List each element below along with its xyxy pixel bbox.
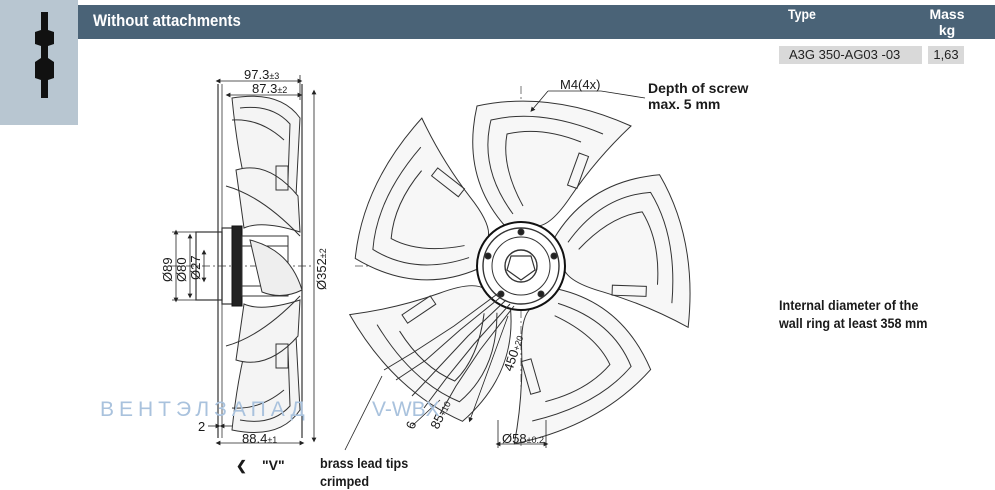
side-view-drawing [170,84,312,438]
screw-depth-line2: max. 5 mm [648,96,720,112]
wall-ring-line1: Internal diameter of the [779,297,919,313]
type-column-header: Type [788,6,816,22]
dim-450: 450+20 [501,333,527,373]
dim-d352: Ø352±2 [314,248,329,290]
view-label: "V" [262,457,285,473]
mass-unit: kg [938,22,956,38]
dim-d58: Ø58±0.2 [502,431,544,446]
mass-column-header: Mass kg [924,6,970,38]
fan-blade [472,100,632,227]
fan-blade [348,285,512,422]
lead-tips-line1: brass lead tips [320,455,409,471]
front-view-drawing [348,86,691,448]
lead-tips-line2: crimped [320,473,370,489]
page-title: Without attachments [93,11,241,30]
dim-6: 6 [403,419,420,431]
dim-top-inner: 87.3±2 [252,81,287,96]
type-value: A3G 350-AG03 -03 [779,46,922,64]
dim-2: 2 [198,419,205,434]
fan-blade [553,174,691,329]
axial-fan-icon [35,12,54,98]
front-view-dimensions [411,90,646,448]
dim-bottom: 88.4±1 [242,431,277,446]
dim-d80: Ø80 [174,257,189,282]
fan-blade [513,288,652,445]
dim-d27: Ø27 [188,255,203,280]
fan-type-panel [0,0,78,125]
watermark-latin: V-WBX [372,398,440,421]
screw-label: M4(4x) [560,77,600,92]
mass-value: 1,63 [928,46,964,64]
wall-ring-note: Internal diameter of the wall ring at le… [779,296,927,332]
header-bar [78,5,995,39]
lead-tips-leader [344,375,383,451]
view-arrow-icon: ❮ [236,458,247,474]
watermark-cyrillic: ВЕНТЭЛЗАПАД [100,398,310,421]
dim-top-outer: 97.3±3 [244,67,279,82]
screw-depth-line1: Depth of screw [648,80,748,96]
dim-d89: Ø89 [160,257,175,282]
fan-blade [354,117,490,281]
side-view-dimensions [172,75,317,446]
wall-ring-line2: wall ring at least 358 mm [779,315,928,331]
lead-tips-note: brass lead tips crimped [320,454,408,490]
mass-label: Mass [929,6,965,22]
